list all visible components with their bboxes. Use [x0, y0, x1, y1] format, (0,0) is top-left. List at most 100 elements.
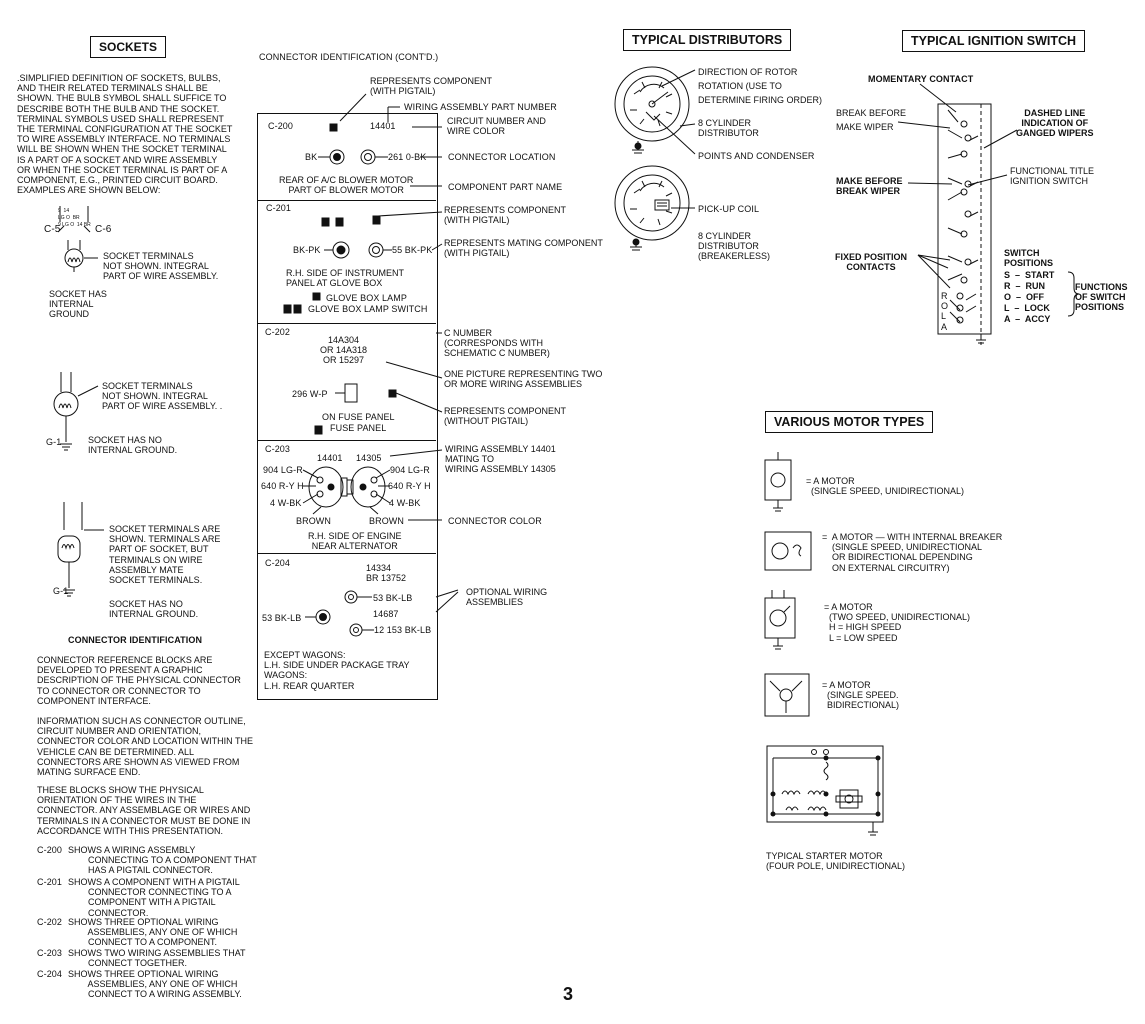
ignition-title: TYPICAL IGNITION SWITCH — [902, 30, 1086, 52]
motor2-label: = A MOTOR — WITH INTERNAL BREAKER (SINGL… — [822, 532, 1003, 573]
ignition-dashed-label: DASHED LINE INDICATION OF GANGED WIPERS — [1016, 108, 1094, 139]
socket-bulb-2 — [53, 372, 99, 451]
distributor-8cyl-label: 8 CYLINDER DISTRIBUTOR — [698, 118, 759, 139]
c203-left2: 640 R-Y H — [261, 481, 304, 491]
c203-right2: 640 R-Y H — [388, 481, 431, 491]
c204-wire1: 53 BK-LB — [373, 593, 413, 603]
distributors-title: TYPICAL DISTRIBUTORS — [623, 29, 792, 51]
socket-bulb-1 — [57, 206, 98, 272]
c203-color2: BROWN — [369, 516, 404, 526]
socket2-note: SOCKET TERMINALS NOT SHOWN. INTEGRAL PAR… — [102, 381, 223, 412]
callout-optional: OPTIONAL WIRING ASSEMBLIES — [466, 587, 548, 608]
page-number: 3 — [563, 984, 574, 1004]
c201-left-wire: BK-PK — [293, 245, 321, 255]
socket2-ground-note: SOCKET HAS NO INTERNAL GROUND. — [88, 435, 178, 456]
callout-rep-no-pigtail: REPRESENTS COMPONENT (WITHOUT PIGTAIL) — [444, 406, 567, 427]
divider-c203 — [257, 440, 436, 441]
socket1-ground-note: SOCKET HAS INTERNAL GROUND — [49, 289, 107, 320]
callout-mating: WIRING ASSEMBLY 14401 MATING TO WIRING A… — [445, 444, 556, 475]
connector-id-heading: CONNECTOR IDENTIFICATION — [68, 635, 203, 645]
callout-conn-loc: CONNECTOR LOCATION — [448, 152, 556, 162]
c202-loc1: ON FUSE PANEL — [322, 412, 395, 422]
socket1-c5-label: C-5 — [44, 224, 61, 235]
ignition-functional-label: FUNCTIONAL TITLE IGNITION SWITCH — [1010, 166, 1095, 187]
ignition-switch-drawing — [937, 103, 992, 345]
list-c201-code: C-201 — [37, 877, 63, 887]
list-c201-text: SHOWS A COMPONENT WITH A PIGTAIL CONNECT… — [68, 877, 240, 918]
c203-part2: 14305 — [356, 453, 382, 463]
ignition-break-before-label: BREAK BEFORE MAKE WIPER — [836, 108, 907, 132]
socket3-note: SOCKET TERMINALS ARE SHOWN. TERMINALS AR… — [109, 524, 221, 586]
socket1-pin-labels: 9 14 LG O BR 9 LG O 14 BR — [58, 208, 91, 228]
motor-symbol-1 — [764, 452, 792, 512]
c200-right-wire: 261 0-BK — [388, 152, 427, 162]
c204-location: EXCEPT WAGONS: L.H. SIDE UNDER PACKAGE T… — [264, 650, 410, 691]
c202-loc2: FUSE PANEL — [330, 423, 387, 433]
c204-part3: 14687 — [373, 609, 399, 619]
list-c200-code: C-200 — [37, 845, 63, 855]
callout-one-picture: ONE PICTURE REPRESENTING TWO OR MORE WIR… — [444, 369, 603, 390]
c200-id: C-200 — [268, 121, 294, 131]
sockets-intro: .SIMPLIFIED DEFINITION OF SOCKETS, BULBS… — [17, 73, 233, 196]
motors-title: VARIOUS MOTOR TYPES — [765, 411, 934, 433]
c202-wire: 296 W-P — [292, 389, 328, 399]
motor-symbol-4 — [764, 673, 810, 717]
c204-id: C-204 — [265, 558, 291, 568]
motor-symbol-2 — [764, 531, 812, 571]
c203-color1: BROWN — [296, 516, 331, 526]
callout-comp-part-name: COMPONENT PART NAME — [448, 182, 563, 192]
socket1-note: SOCKET TERMINALS NOT SHOWN. INTEGRAL PAR… — [103, 251, 219, 282]
c202-parts: 14A304 OR 14A318 OR 15297 — [320, 335, 368, 366]
ignition-make-before-label: MAKE BEFORE BREAK WIPER — [836, 176, 903, 197]
c201-item1: GLOVE BOX LAMP — [326, 293, 407, 303]
c204-parts: 14334 BR 13752 — [366, 563, 407, 584]
motor4-label: = A MOTOR (SINGLE SPEED. BIDIRECTIONAL) — [822, 680, 900, 711]
motor3-label: = A MOTOR (TWO SPEED, UNIDIRECTIONAL) H … — [824, 602, 971, 643]
motor1-label: = A MOTOR (SINGLE SPEED, UNIDIRECTIONAL) — [806, 476, 965, 497]
ignition-switch-pos-label: SWITCH POSITIONS — [1004, 248, 1054, 269]
callout-wiring-part: WIRING ASSEMBLY PART NUMBER — [404, 102, 557, 112]
c204-wire2: 53 BK-LB — [262, 613, 302, 623]
c203-left3: 4 W-BK — [270, 498, 302, 508]
divider-c202 — [257, 323, 436, 324]
distributor-rotation-label: DIRECTION OF ROTOR ROTATION (USE TO DETE… — [698, 67, 823, 105]
socket3-g1-label: G-1 — [53, 586, 69, 596]
c201-item2: GLOVE BOX LAMP SWITCH — [308, 304, 428, 314]
divider-c204 — [257, 553, 436, 554]
socket2-g1-label: G-1 — [46, 437, 62, 447]
connector-id-para1: CONNECTOR REFERENCE BLOCKS ARE DEVELOPED… — [37, 655, 241, 706]
socket1-c6-label: C-6 — [95, 224, 112, 235]
c200-left-wire: BK — [305, 152, 318, 162]
connector-id-para2: INFORMATION SUCH AS CONNECTOR OUTLINE, C… — [37, 716, 254, 778]
list-c202-text: SHOWS THREE OPTIONAL WIRING ASSEMBLIES, … — [68, 917, 238, 948]
callout-rep-comp: REPRESENTS COMPONENT (WITH PIGTAIL) — [444, 205, 567, 226]
distributor-8cyl-drawing — [614, 66, 690, 154]
list-c203-code: C-203 — [37, 948, 63, 958]
c204-wire3: 12 153 BK-LB — [374, 625, 432, 635]
list-c204-text: SHOWS THREE OPTIONAL WIRING ASSEMBLIES, … — [68, 969, 242, 1000]
ignition-momentary-label: MOMENTARY CONTACT — [868, 74, 974, 84]
socket-bulb-3 — [57, 502, 104, 597]
ignition-positions-list: S – START R – RUN O – OFF L – LOCK A – A… — [1004, 270, 1055, 324]
c201-location: R.H. SIDE OF INSTRUMENT PANEL AT GLOVE B… — [286, 268, 405, 289]
callout-conn-color: CONNECTOR COLOR — [448, 516, 542, 526]
ignition-letters: R O L A — [941, 291, 949, 332]
distributor-breakerless-label: 8 CYLINDER DISTRIBUTOR (BREAKERLESS) — [698, 231, 771, 262]
c200-location: REAR OF A/C BLOWER MOTOR PART OF BLOWER … — [279, 175, 414, 196]
connector-id-para3: THESE BLOCKS SHOW THE PHYSICAL ORIENTATI… — [37, 785, 251, 836]
distributor-breakerless-drawing — [614, 165, 690, 251]
c203-id: C-203 — [265, 444, 291, 454]
c203-location: R.H. SIDE OF ENGINE NEAR ALTERNATOR — [308, 531, 402, 552]
callout-rep-mating: REPRESENTS MATING COMPONENT (WITH PIGTAI… — [444, 238, 603, 259]
distributor-pickup-label: PICK-UP COIL — [698, 204, 760, 214]
c203-part1: 14401 — [317, 453, 343, 463]
c201-right-wire: 55 BK-PK — [392, 245, 433, 255]
list-c203-text: SHOWS TWO WIRING ASSEMBLIES THAT CONNECT… — [68, 948, 246, 969]
ignition-fixed-label: FIXED POSITION CONTACTS — [835, 252, 908, 273]
callout-circuit-num: CIRCUIT NUMBER AND WIRE COLOR — [447, 116, 546, 137]
starter-motor-label: TYPICAL STARTER MOTOR (FOUR POLE, UNIDIR… — [766, 851, 906, 872]
c201-id: C-201 — [266, 203, 292, 213]
callout-c-number: C NUMBER (CORRESPONDS WITH SCHEMATIC C N… — [444, 328, 550, 359]
connector-panel — [257, 113, 438, 700]
